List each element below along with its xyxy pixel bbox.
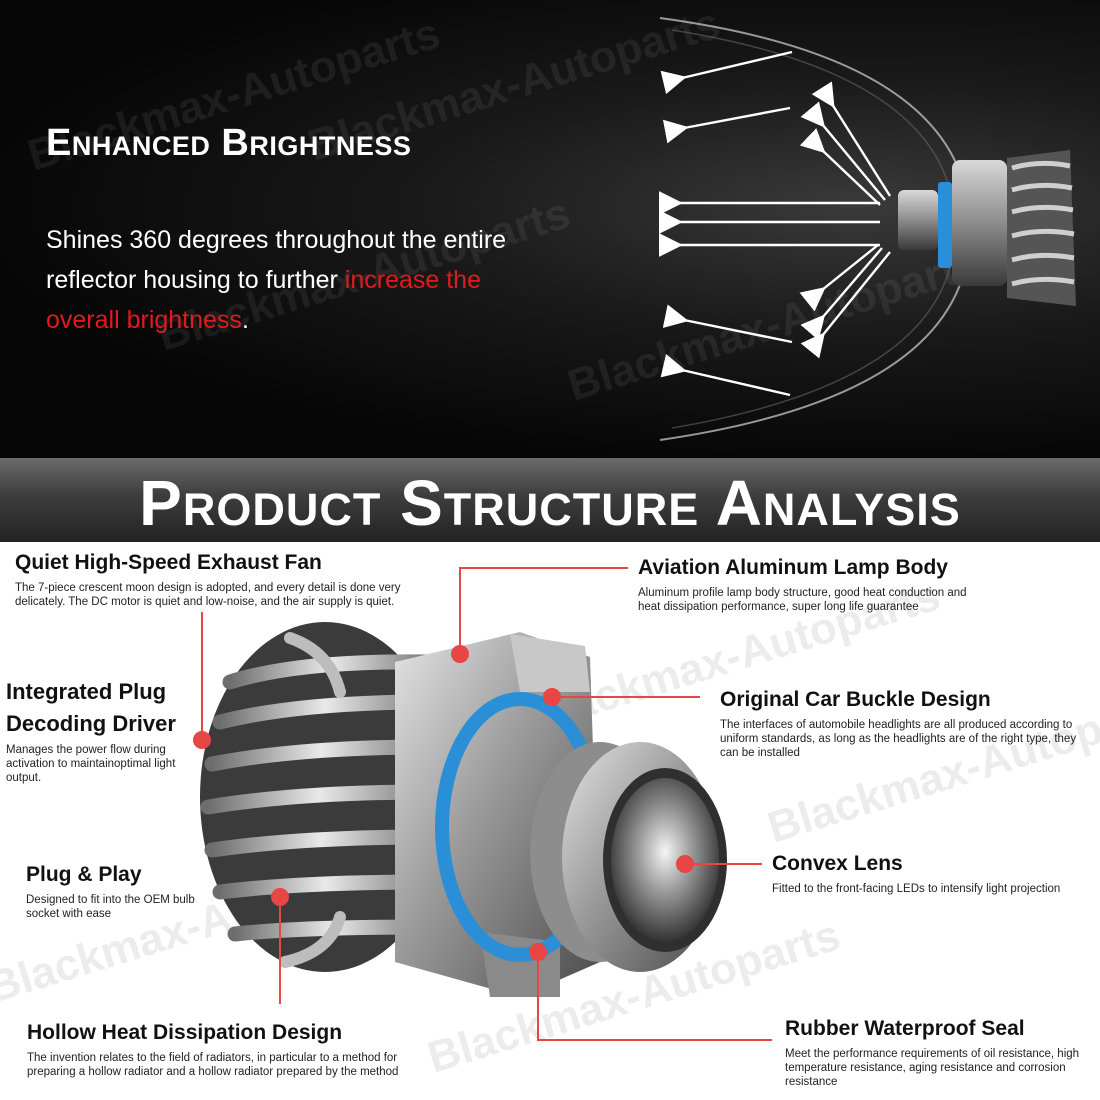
feature-title: Convex Lens xyxy=(772,852,903,875)
feature-description: Fitted to the front-facing LEDs to inten… xyxy=(772,883,1061,895)
light-arrows xyxy=(658,50,892,397)
feature-aluminum-body: Aviation Aluminum Lamp Body Aluminum pro… xyxy=(638,553,988,614)
feature-title: Quiet High-Speed Exhaust Fan xyxy=(15,551,322,574)
feature-title-line2: Decoding Driver xyxy=(6,711,176,736)
feature-description: Aluminum profile lamp body structure, go… xyxy=(638,587,967,613)
section-title: Product Structure Analysis xyxy=(139,467,961,539)
feature-convex-lens: Convex Lens Fitted to the front-facing L… xyxy=(772,849,1092,896)
feature-waterproof-seal: Rubber Waterproof Seal Meet the performa… xyxy=(785,1014,1085,1089)
convex-lens xyxy=(611,778,719,942)
hero-text-highlight: increase the overall brightness xyxy=(46,266,481,334)
feature-title: Hollow Heat Dissipation Design xyxy=(27,1021,343,1044)
feature-title: Original Car Buckle Design xyxy=(720,688,991,711)
feature-exhaust-fan: Quiet High-Speed Exhaust Fan The 7-piece… xyxy=(15,548,435,609)
feature-description: Manages the power flow during activation… xyxy=(6,744,176,784)
feature-title: Plug & Play xyxy=(26,863,142,886)
feature-description: Designed to fit into the OEM bulb socket… xyxy=(26,894,195,920)
product-diagram xyxy=(193,567,772,1041)
hero-description: Shines 360 degrees throughout the entire… xyxy=(46,220,516,340)
feature-plug-play: Plug & Play Designed to fit into the OEM… xyxy=(26,860,196,921)
callout-lines xyxy=(201,567,772,1041)
feature-title: Aviation Aluminum Lamp Body xyxy=(638,556,948,579)
feature-title: Rubber Waterproof Seal xyxy=(785,1017,1025,1040)
callout-dots xyxy=(193,645,694,961)
feature-car-buckle: Original Car Buckle Design The interface… xyxy=(720,685,1090,760)
hero-text-main: Shines 360 degrees throughout the entire… xyxy=(46,226,507,294)
hero-title: Enhanced Brightness xyxy=(46,122,412,164)
feature-decoding-driver: Integrated Plug Decoding Driver Manages … xyxy=(6,676,201,785)
feature-description: The invention relates to the field of ra… xyxy=(27,1052,399,1078)
feature-description: Meet the performance requirements of oil… xyxy=(785,1048,1080,1088)
feature-title: Integrated Plug xyxy=(6,679,167,704)
hero-bulb xyxy=(898,150,1076,306)
feature-description: The 7-piece crescent moon design is adop… xyxy=(15,582,401,608)
feature-hollow-heat: Hollow Heat Dissipation Design The inven… xyxy=(27,1018,447,1079)
lens-housing xyxy=(530,742,727,972)
feature-description: The interfaces of automobile headlights … xyxy=(720,719,1077,759)
hero-banner: Blackmax-Autoparts Blackmax-Autoparts Bl… xyxy=(0,0,1100,458)
hero-text-end: . xyxy=(241,306,249,334)
light-reflection-diagram xyxy=(658,17,1076,441)
product-structure-section: Blackmax-Autoparts Blackmax-Autoparts Bl… xyxy=(0,542,1100,1100)
section-title-bar: Product Structure Analysis xyxy=(0,458,1100,542)
